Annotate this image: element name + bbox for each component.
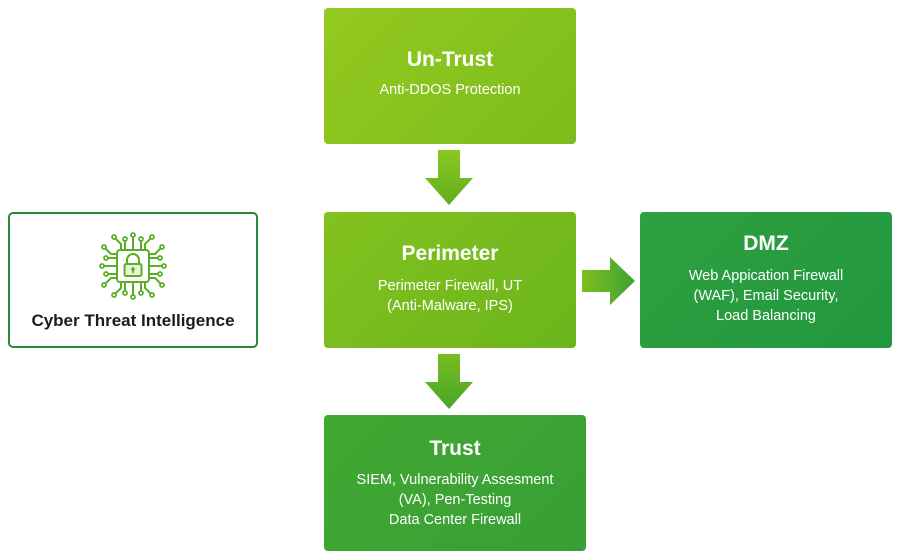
dmz-description: Web Appication Firewall (WAF), Email Sec…: [640, 266, 892, 326]
trust-box: Trust SIEM, Vulnerability Assesment (VA)…: [324, 415, 586, 551]
dmz-line: Web Appication Firewall: [688, 268, 844, 284]
arrow-down-icon: [425, 354, 473, 409]
untrust-box: Un-Trust Anti-DDOS Protection: [324, 8, 576, 144]
untrust-line: Anti-DDOS Protection: [379, 82, 521, 98]
perimeter-line: (Anti-Malware, IPS): [387, 298, 513, 314]
trust-title: Trust: [429, 437, 481, 460]
untrust-description: Anti-DDOS Protection: [324, 80, 576, 100]
perimeter-box: Perimeter Perimeter Firewall, UT (Anti-M…: [324, 212, 576, 348]
dmz-box: DMZ Web Appication Firewall (WAF), Email…: [640, 212, 892, 348]
perimeter-title: Perimeter: [401, 242, 499, 265]
dmz-line: (WAF), Email Security,: [693, 288, 839, 304]
dmz-line: Load Balancing: [716, 308, 816, 324]
trust-line: Data Center Firewall: [388, 512, 522, 528]
trust-line: (VA), Pen-Testing: [398, 492, 512, 508]
arrow-down-icon: [425, 150, 473, 205]
perimeter-line: Perimeter Firewall, UT: [377, 278, 523, 294]
untrust-title: Un-Trust: [406, 48, 494, 71]
trust-line: SIEM, Vulnerability Assesment: [356, 472, 554, 488]
cyber-threat-intelligence-box: Cyber Threat Intelligence: [8, 212, 258, 348]
trust-description: SIEM, Vulnerability Assesment (VA), Pen-…: [324, 470, 586, 530]
dmz-title: DMZ: [743, 232, 789, 255]
circuit-lock-icon: [99, 232, 167, 300]
arrow-right-icon: [582, 257, 635, 305]
perimeter-description: Perimeter Firewall, UT (Anti-Malware, IP…: [324, 276, 576, 316]
cyber-threat-intelligence-label: Cyber Threat Intelligence: [31, 311, 235, 330]
